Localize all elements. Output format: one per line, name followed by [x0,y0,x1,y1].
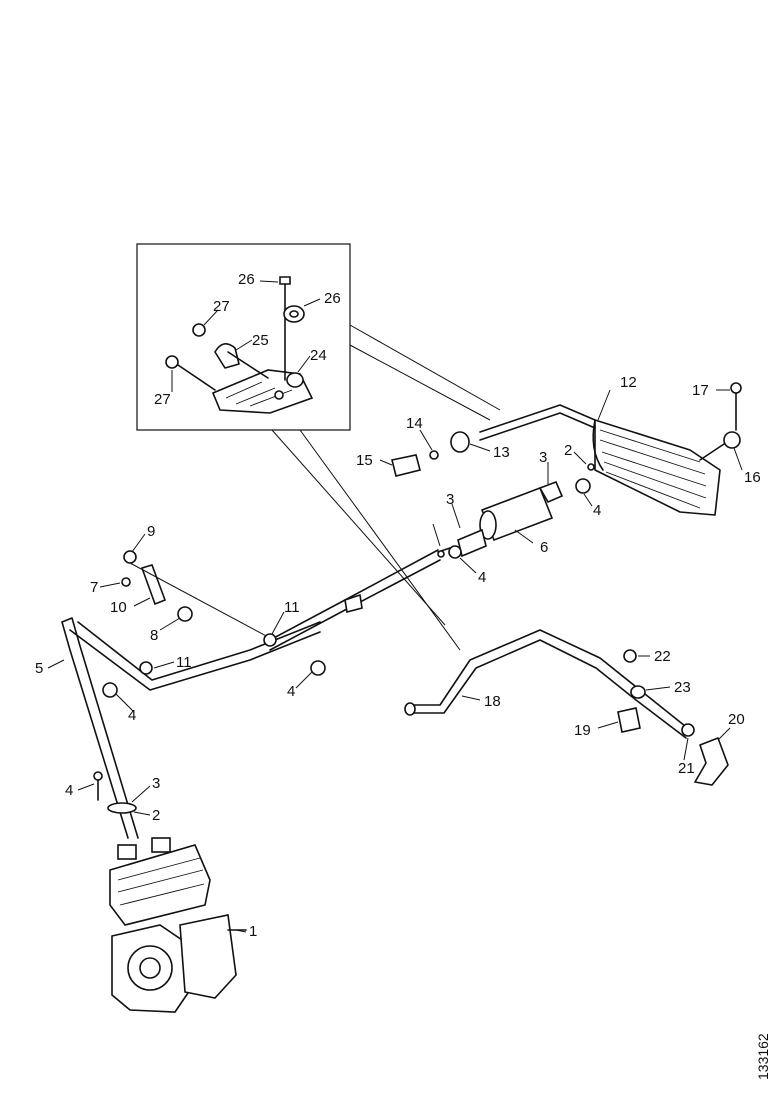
washer-14 [429,450,439,460]
clamp-25 [214,343,240,369]
nut-4-left [102,682,118,698]
air-compressor [109,837,247,1013]
callout-17: 17 [692,382,709,399]
callout-11-upper: 11 [284,599,300,616]
callout-25: 25 [252,332,269,349]
callout-4-left: 4 [128,707,136,724]
nut-22 [623,649,637,663]
clamp-10 [140,564,167,606]
callout-13: 13 [493,444,510,461]
callout-5: 5 [35,660,43,677]
callout-15: 15 [356,452,373,469]
nut-9 [123,550,137,564]
clamp-11-lower [139,661,153,675]
nut-4-upper [575,478,591,494]
compressor-head [109,844,211,926]
nut-16 [723,431,741,449]
bolt-17 [730,382,742,394]
callout-24: 24 [310,347,327,364]
callout-27-upper: 27 [213,298,230,315]
washer-7 [121,577,131,587]
fittings-13-15 [391,431,470,477]
washer-27-lower [165,355,179,369]
inset-frame [136,243,351,431]
washer-27-upper [192,323,206,337]
callout-3-upper: 3 [539,449,547,466]
callout-2-upper: 2 [564,442,572,459]
compressor-flange [111,924,191,1013]
callout-3-mid: 3 [446,491,454,508]
clamp-2-3 [107,802,137,814]
callout-18: 18 [484,693,501,710]
callout-2-lower: 2 [152,807,160,824]
callout-8: 8 [150,627,158,644]
callout-26-lower: 26 [324,290,341,307]
compressor-body [179,914,237,999]
bolt-4-lower [93,771,103,781]
callout-1: 1 [249,923,257,940]
fitting-15 [391,454,421,477]
callout-6: 6 [540,539,548,556]
hose-20 [617,649,729,786]
bracket-hole [274,390,284,400]
inset-connectors [271,324,501,651]
fitting-13 [450,431,470,453]
callout-10: 10 [110,599,127,616]
cooling-coil-12 [479,382,742,516]
nut-26 [283,305,305,323]
small-parts-7-11 [93,550,326,814]
air-dryer-6 [437,463,595,559]
callout-16: 16 [744,469,761,486]
figure-id: 133162 [755,1033,771,1080]
callout-9: 9 [147,523,155,540]
callout-4-dryer-left: 4 [478,569,486,586]
callout-19: 19 [574,722,591,739]
return-pipe-18 [404,629,691,739]
nut-8 [177,606,193,622]
callout-22: 22 [654,648,671,665]
callout-12: 12 [620,374,637,391]
callout-7: 7 [90,579,98,596]
nut-4-mid [310,660,326,676]
callout-23: 23 [674,679,691,696]
leader-lines [47,280,743,933]
callout-26-upper: 26 [238,271,255,288]
nut-4-dryer [448,545,462,559]
main-pipe [269,549,441,651]
callout-4-lower: 4 [65,782,73,799]
bracket-19 [617,707,641,733]
clamp-23 [630,685,646,699]
compressor-port [117,844,137,860]
callout-27-lower: 27 [154,391,171,408]
callout-14: 14 [406,415,423,432]
bolt-top [279,276,291,285]
inset-detail [136,243,351,431]
callout-4-dryer-right: 4 [593,502,601,519]
clamp-11-upper [263,633,277,647]
nut-24 [286,372,304,388]
callout-3-lower: 3 [152,775,160,792]
delivery-pipe-5 [61,617,321,839]
callout-20: 20 [728,711,745,728]
callout-21: 21 [678,760,695,777]
callout-4-mid: 4 [287,683,295,700]
callout-11-lower: 11 [176,654,192,671]
callout-labels: 1 2 2 3 3 3 4 4 4 4 4 5 6 7 8 9 10 11 11… [35,271,761,940]
clamp-21 [681,723,695,737]
